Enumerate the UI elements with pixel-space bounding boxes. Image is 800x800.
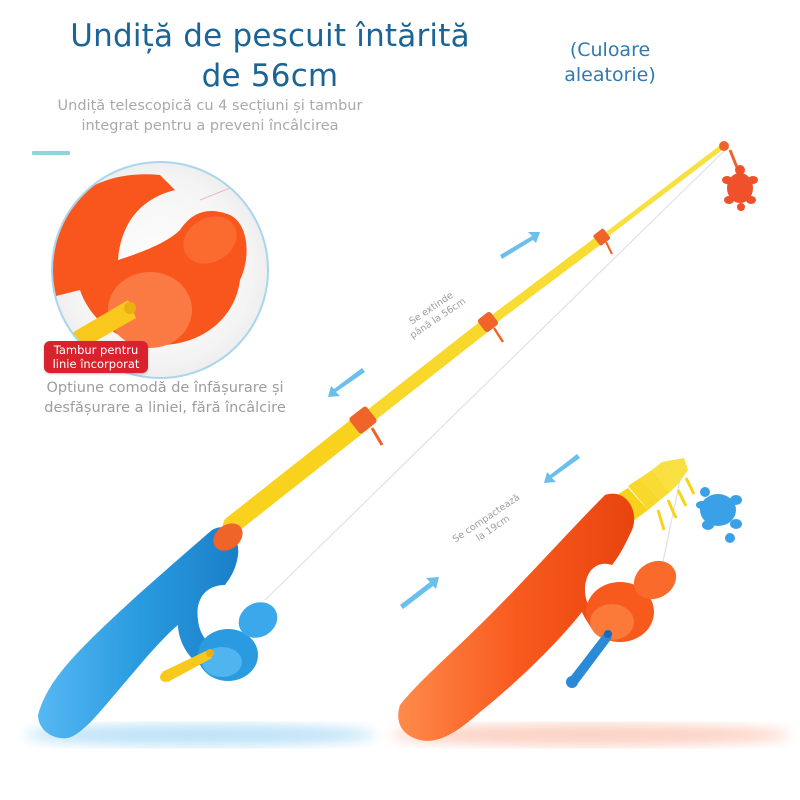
reel-closeup-circle bbox=[51, 161, 269, 379]
compact-arrows bbox=[400, 454, 580, 609]
turtle-charm-orange bbox=[722, 149, 758, 211]
orange-rod-handle bbox=[398, 493, 677, 741]
extended-rod-shaft bbox=[223, 141, 729, 534]
accent-divider bbox=[32, 151, 70, 155]
reel-feature-description: Optiune comodă de înfășurare și desfășur… bbox=[20, 378, 310, 418]
title-line-2: de 56cm bbox=[201, 58, 339, 94]
fishing-line bbox=[264, 149, 726, 601]
subtitle-line-2: integrat pentru a preveni încâlcirea bbox=[81, 118, 339, 134]
subtitle-line-1: Undiță telescopică cu 4 secțiuni și tamb… bbox=[57, 98, 363, 114]
color-note-line-1: (Culoare bbox=[569, 39, 651, 61]
built-in-reel-badge: Tambur pentru linie încorporat bbox=[44, 341, 148, 373]
feature-line-1: Optiune comodă de înfășurare și bbox=[46, 380, 284, 396]
product-subtitle: Undiță telescopică cu 4 secțiuni și tamb… bbox=[30, 96, 390, 136]
badge-line-2: linie încorporat bbox=[52, 357, 140, 371]
page-title: Undiță de pescuit întărită de 56cm bbox=[40, 16, 500, 96]
color-note-line-2: aleatorie) bbox=[564, 64, 656, 86]
turtle-charm-blue bbox=[696, 487, 742, 543]
random-color-note: (Culoare aleatorie) bbox=[540, 38, 680, 88]
title-line-1: Undiță de pescuit întărită bbox=[70, 18, 470, 54]
orange-rod-shadow bbox=[390, 724, 790, 746]
feature-line-2: desfășurare a liniei, fără încâlcire bbox=[44, 400, 286, 416]
blue-rod-shadow bbox=[25, 724, 375, 746]
extend-arrows bbox=[328, 232, 540, 397]
badge-line-1: Tambur pentru bbox=[53, 343, 139, 357]
blue-rod-handle bbox=[38, 523, 278, 739]
